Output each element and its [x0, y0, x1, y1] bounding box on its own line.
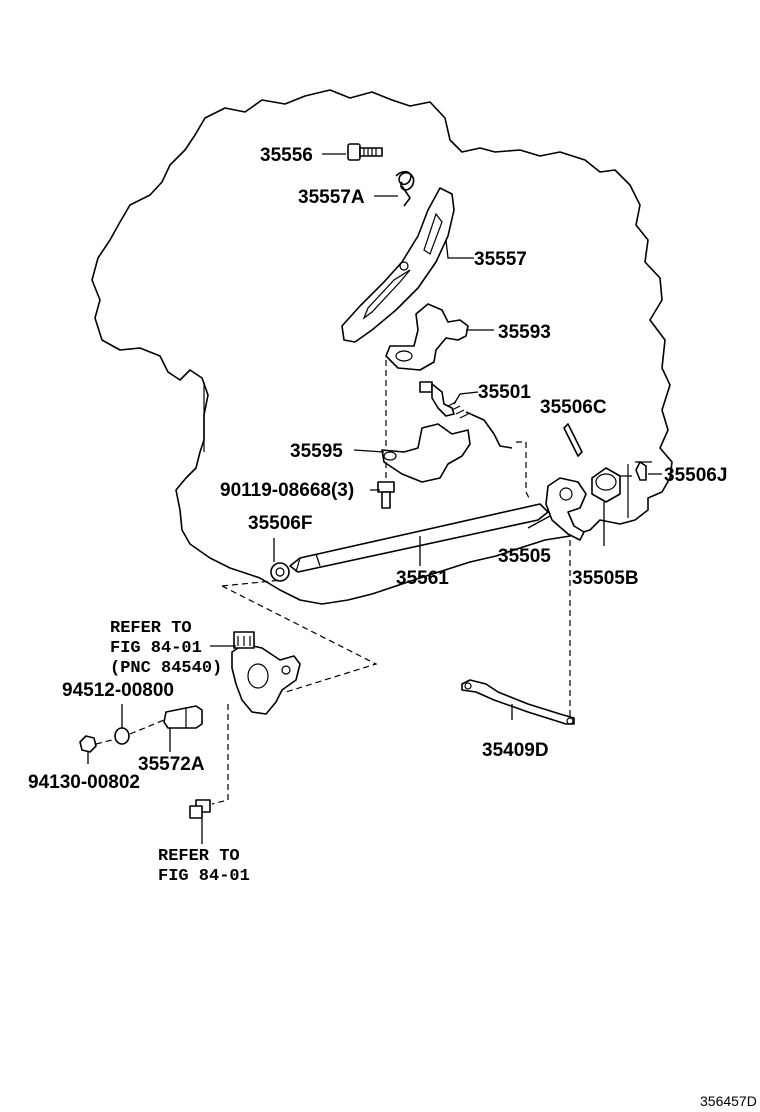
label-94130-00802: 94130-00802	[28, 772, 140, 793]
ref-note-1-line-3: (PNC 84540)	[110, 659, 222, 678]
seal-35506F	[270, 562, 290, 582]
label-35505B: 35505B	[572, 568, 639, 589]
dashed-guide-lines	[95, 360, 571, 805]
label-35556: 35556	[260, 145, 313, 166]
bushing-35505B	[591, 467, 621, 503]
washer-94512	[114, 727, 130, 745]
label-90119-08668: 90119-08668(3)	[220, 480, 354, 501]
figure-code: 356457D	[700, 1093, 757, 1109]
transmission-case-outline	[91, 89, 673, 605]
lever-35505	[545, 477, 587, 541]
ref-note-2-line-2: FIG 84-01	[158, 867, 250, 886]
label-35561: 35561	[396, 568, 449, 589]
link-35409D	[461, 679, 575, 725]
clip-35506J	[635, 461, 647, 481]
label-35572A: 35572A	[138, 754, 205, 775]
label-35506J: 35506J	[664, 465, 727, 486]
shaft-35561	[289, 503, 549, 573]
label-35557A: 35557A	[298, 187, 365, 208]
ref-note-1-line-1: REFER TO	[110, 619, 192, 638]
label-35557: 35557	[474, 249, 527, 270]
bolt-90119	[377, 481, 395, 509]
case-flange-right	[627, 461, 652, 518]
nut-94130	[79, 735, 97, 753]
label-94512-00800: 94512-00800	[62, 680, 174, 701]
bolt-35556	[347, 143, 383, 161]
ref-note-1-line-2: FIG 84-01	[110, 639, 202, 658]
bracket-35595	[381, 423, 471, 483]
shaft-35501	[419, 381, 513, 449]
label-35506F: 35506F	[248, 513, 312, 534]
plate-35557	[341, 187, 455, 343]
neutral-start-switch	[231, 631, 301, 715]
label-35409D: 35409D	[482, 740, 549, 761]
pin-35506C	[563, 423, 583, 457]
leader-lines	[87, 153, 662, 844]
label-35501: 35501	[478, 382, 531, 403]
label-35593: 35593	[498, 322, 551, 343]
case-flange-left	[185, 382, 205, 479]
label-35595: 35595	[290, 441, 343, 462]
label-35505: 35505	[498, 546, 551, 567]
lock-plate-35572A	[163, 705, 203, 729]
label-35506C: 35506C	[540, 397, 607, 418]
spring-35557A	[395, 170, 415, 207]
ref-note-2-line-1: REFER TO	[158, 847, 240, 866]
bolt-lower-ref	[189, 799, 211, 819]
bracket-35593	[385, 303, 469, 371]
